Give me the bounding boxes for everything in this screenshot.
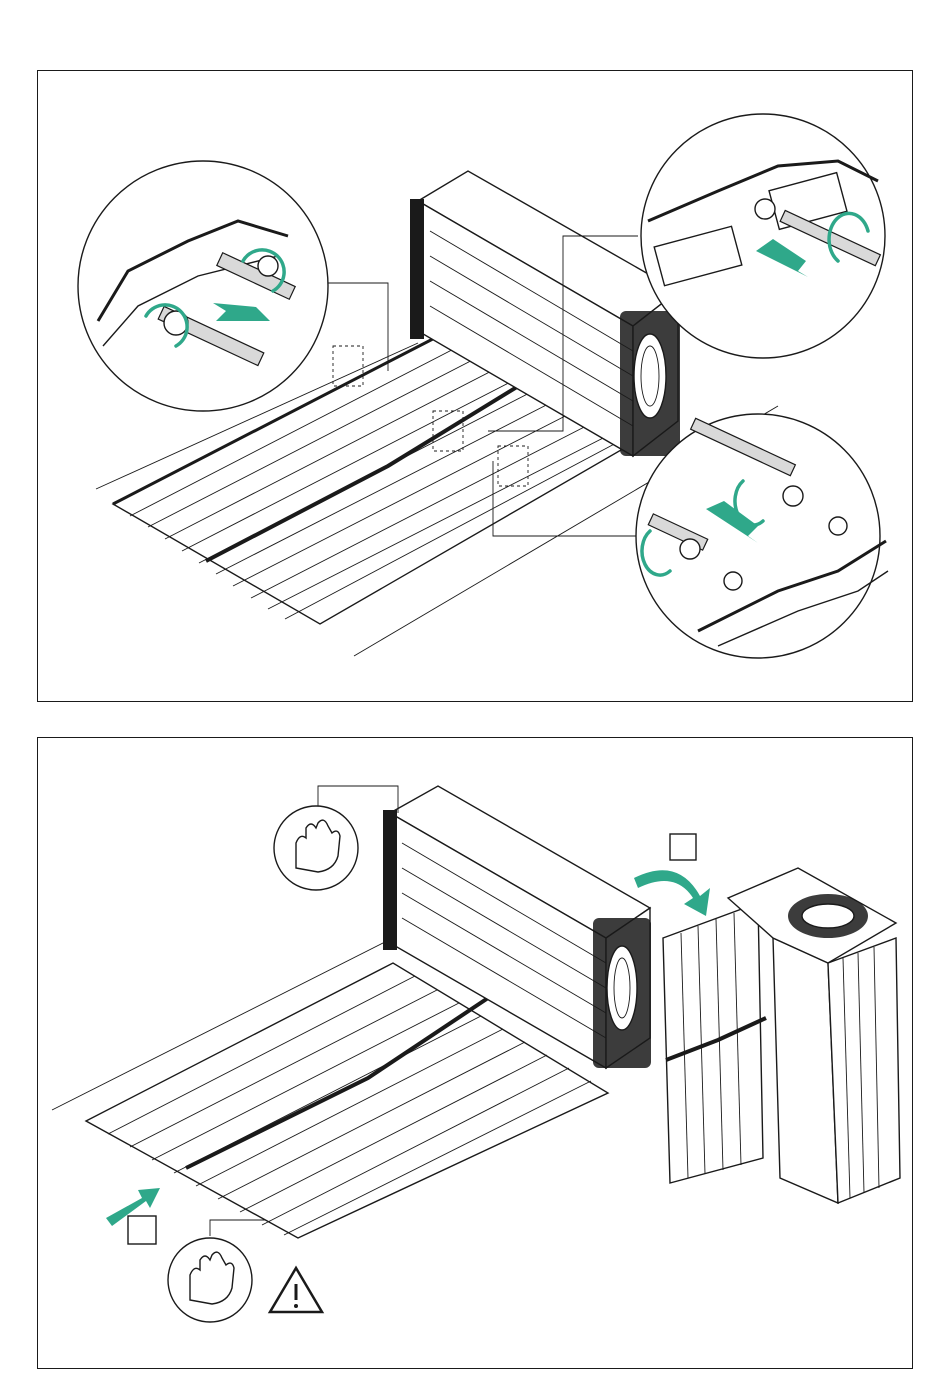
checkbox-icon[interactable]	[128, 1216, 156, 1244]
hand-icon-top	[274, 786, 398, 890]
warning-triangle-icon	[270, 1268, 322, 1312]
panel-push-and-fold	[37, 737, 913, 1369]
hand-icon-bottom	[168, 1220, 266, 1322]
panel-assembly-details	[37, 70, 913, 702]
detail-callout-left	[78, 161, 328, 411]
detail-callout-bottom-right	[636, 414, 888, 658]
folded-unit	[663, 868, 900, 1203]
checkbox-icon[interactable]	[670, 834, 696, 860]
panel-1-drawing	[38, 71, 914, 703]
detail-callout-top-right	[641, 114, 885, 358]
panel-2-drawing	[38, 738, 914, 1370]
